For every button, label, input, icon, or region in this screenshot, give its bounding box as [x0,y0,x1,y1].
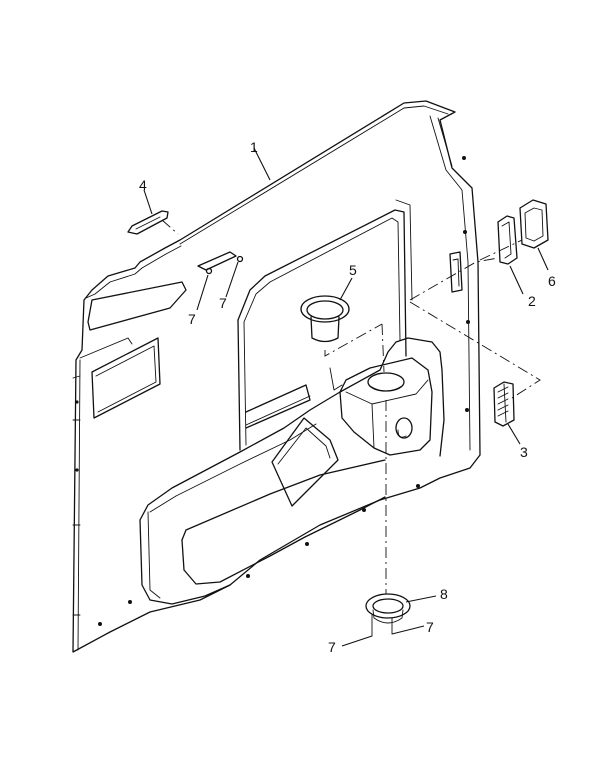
callout-7-right: 7 [219,295,227,311]
trim-panel-part-1 [72,100,481,653]
callout-7-bottom-left: 7 [328,639,336,655]
cup-insert-part-5 [300,295,385,373]
assembly-lines [385,239,541,594]
callout-1: 1 [250,139,258,155]
callout-5: 5 [349,262,357,278]
callout-7-bottom-right: 7 [426,619,434,635]
callout-6: 6 [548,273,556,289]
vent-part-3 [493,381,515,427]
bezel-part-2 [497,215,518,265]
callout-3: 3 [520,444,528,460]
callout-7-left: 7 [188,311,196,327]
bezel-part-6 [519,199,549,249]
bracket-with-screws-part-7 [197,251,244,275]
callout-8: 8 [440,586,448,602]
callout-labels: 1 4 5 7 7 2 6 3 8 7 7 [139,139,556,655]
callout-4: 4 [139,177,147,193]
callout-2: 2 [528,293,536,309]
clip-part-4 [127,210,179,235]
leader-lines [143,147,549,647]
ring-part-8 [365,593,411,637]
